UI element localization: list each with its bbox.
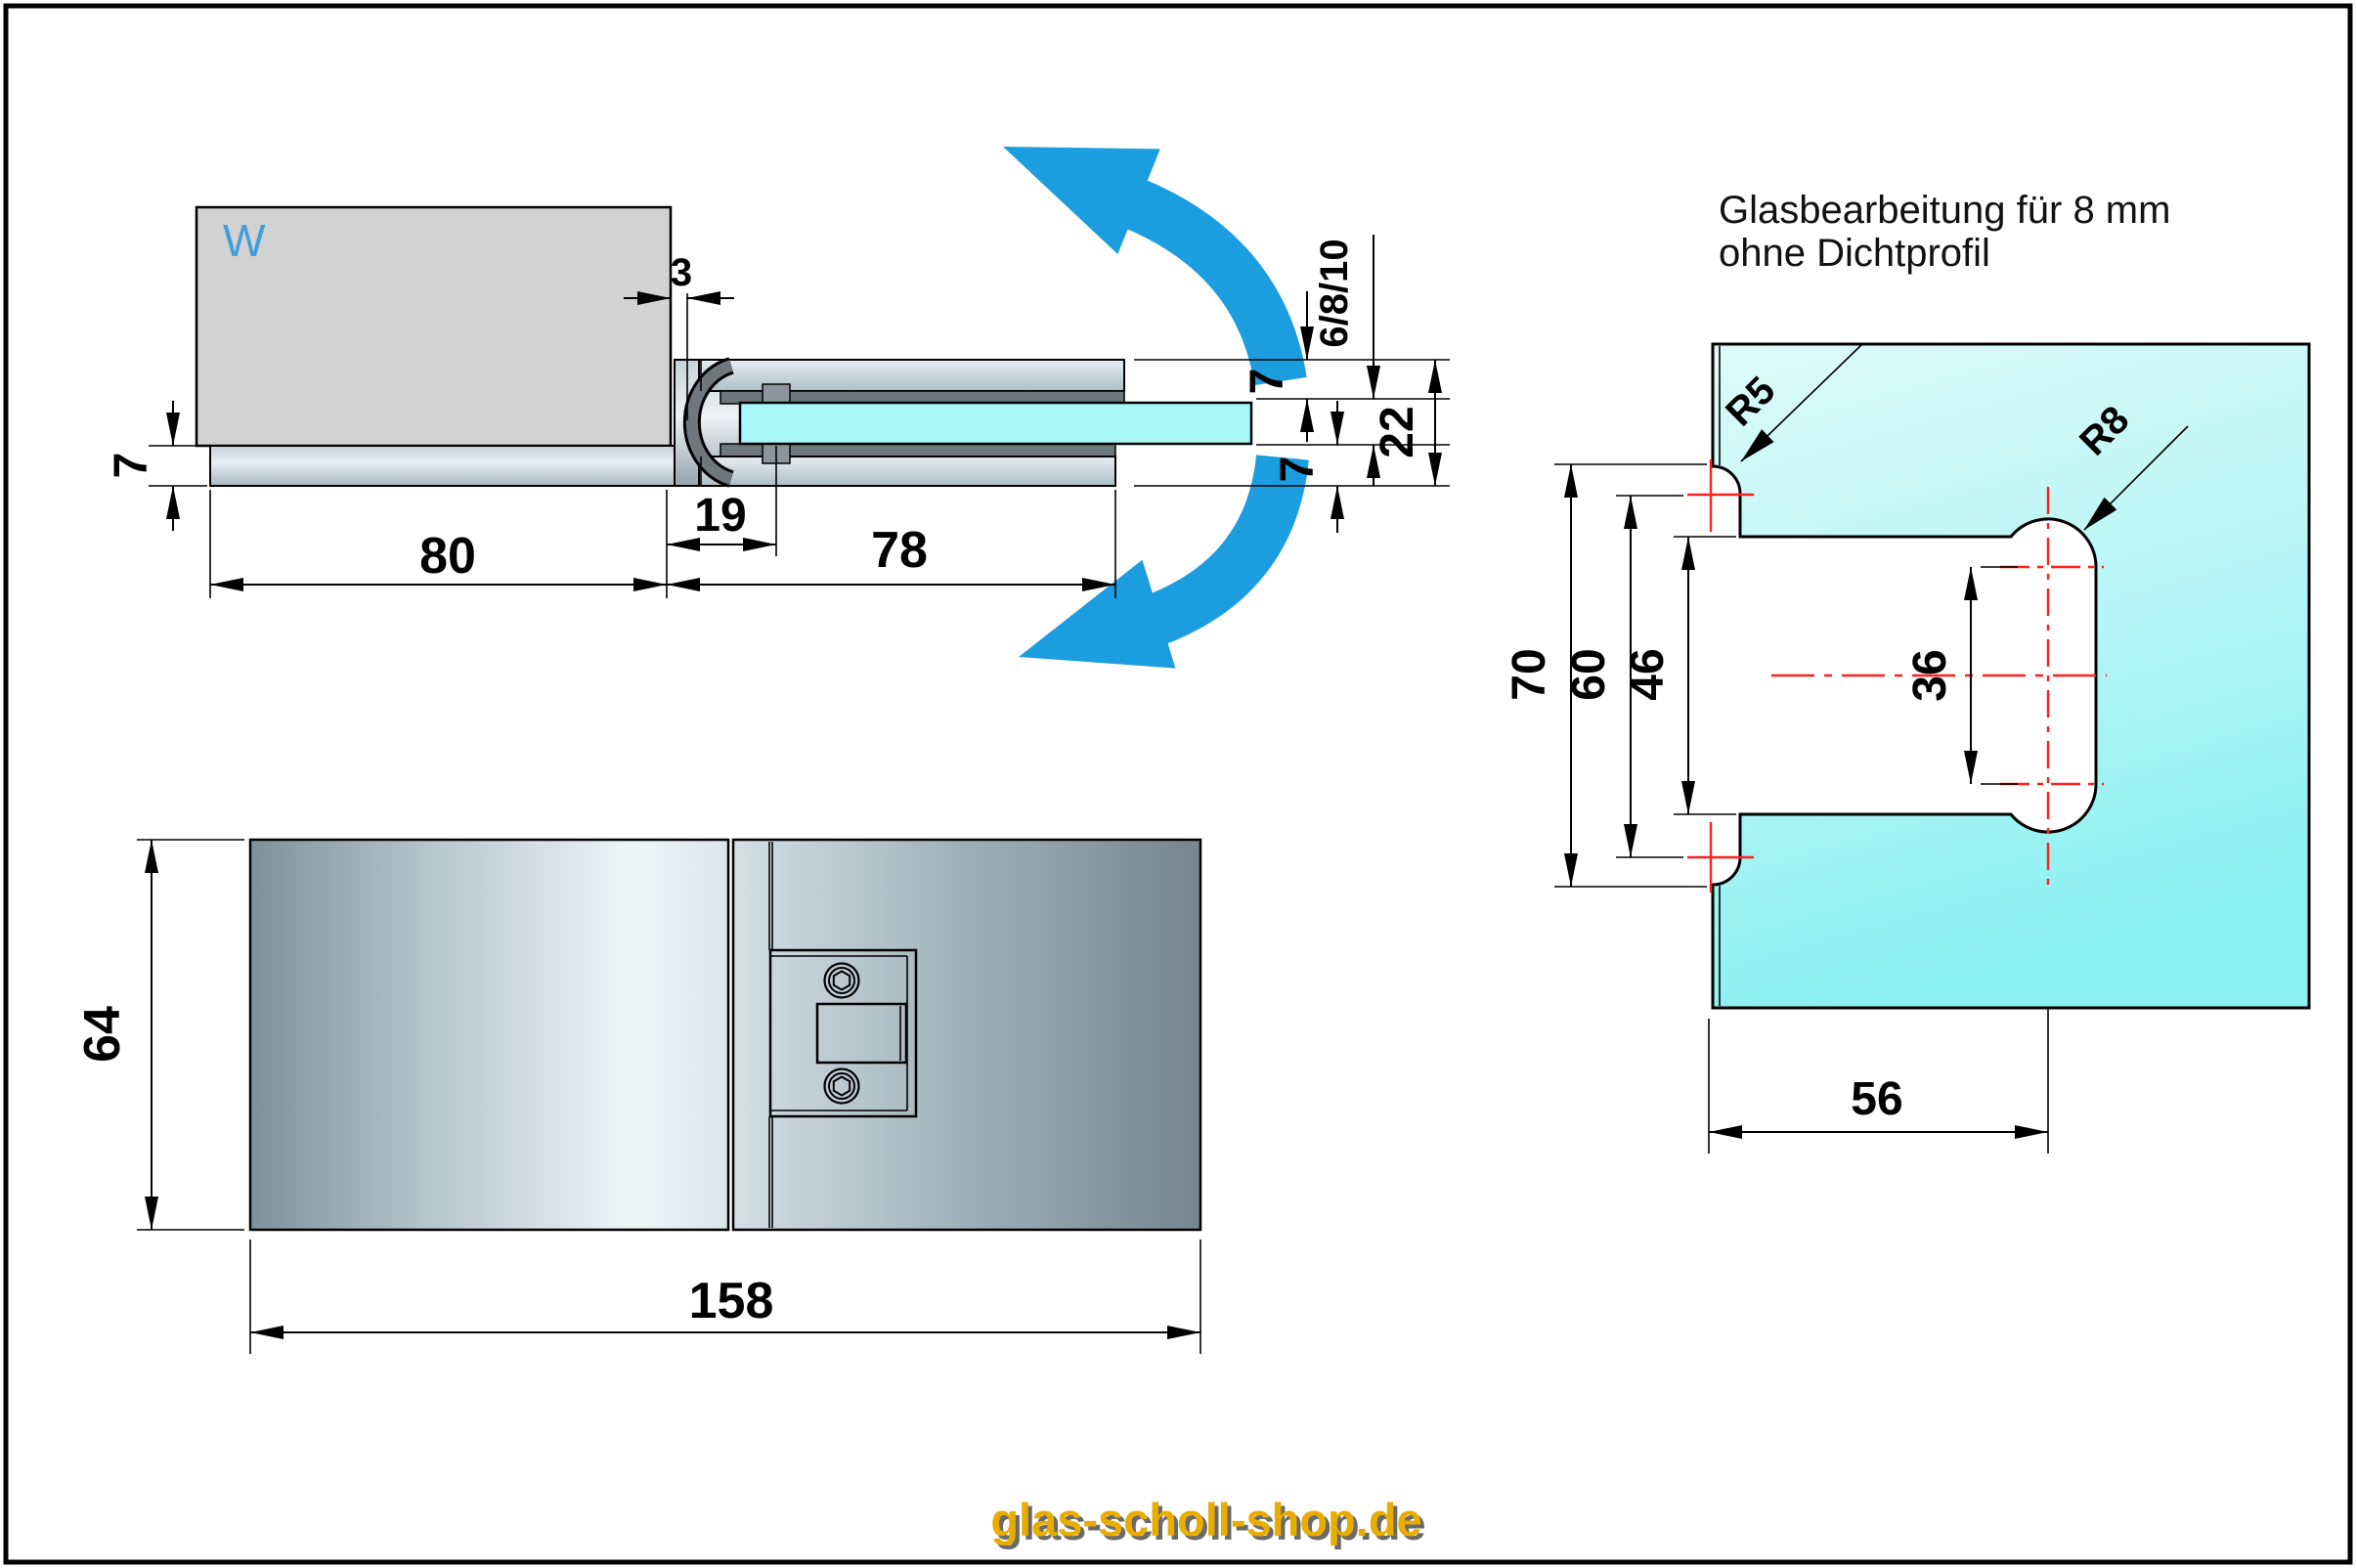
dim-plate-width-value: 158 bbox=[689, 1273, 774, 1329]
dim-glass-thickness-value: 6/8/10 bbox=[1313, 239, 1356, 347]
plan-plate-right bbox=[731, 838, 1202, 1232]
dim-inner-height-value: 46 bbox=[1622, 648, 1674, 700]
dim-glass-thickness: 6/8/10 bbox=[1313, 235, 1380, 486]
dim-body-length: 78 bbox=[667, 522, 1115, 591]
swing-arrowhead-down-icon bbox=[1019, 559, 1176, 669]
glass-machining-diagram: Glasbearbeitung für 8 mm ohne Dichtprofi… bbox=[1504, 189, 2311, 1154]
watermark-text: glas-scholl-shop.de bbox=[990, 1494, 1421, 1546]
dim-total-height-value: 22 bbox=[1372, 406, 1423, 457]
dim-total-height: 22 bbox=[1372, 360, 1442, 486]
dim-plate-height-value: 64 bbox=[74, 1006, 131, 1063]
dim-wall-width: 80 bbox=[210, 528, 667, 591]
dim-hole-centers: 60 bbox=[1563, 496, 1637, 857]
dim-cutout-depth: 56 bbox=[1709, 1073, 2048, 1139]
dim-inner-height: 46 bbox=[1622, 537, 1695, 814]
hinge-jaw bbox=[685, 360, 733, 485]
screw-top-icon bbox=[823, 962, 860, 999]
dim-wall-plate: 7 bbox=[106, 401, 180, 531]
wall-block bbox=[195, 205, 673, 448]
plan-plate-left bbox=[248, 838, 730, 1232]
dim-hole-centers-value: 60 bbox=[1563, 648, 1615, 700]
dim-notch-height-value: 70 bbox=[1504, 648, 1555, 700]
dim-clamp-top-value: 7 bbox=[1242, 369, 1293, 395]
plan-view: 64 158 bbox=[74, 838, 1202, 1354]
hinge-body bbox=[674, 357, 1125, 488]
wall-label: W bbox=[223, 215, 266, 266]
diagram-title-line1: Glasbearbeitung für 8 mm bbox=[1719, 189, 2170, 232]
glass-pane-section bbox=[738, 401, 1253, 446]
cross-section-view: W bbox=[106, 147, 1450, 669]
dim-plate-width: 158 bbox=[250, 1273, 1200, 1339]
dim-wall-width-value: 80 bbox=[419, 528, 476, 585]
dim-pivot-offset: 19 bbox=[667, 490, 776, 551]
watermark-shadow: glas-scholl-shop.de bbox=[994, 1498, 1425, 1549]
dim-gap-value: 3 bbox=[671, 251, 692, 294]
dim-pivot-offset-value: 19 bbox=[694, 490, 746, 542]
screw-bottom-icon bbox=[823, 1067, 860, 1105]
dim-clamp-bottom-value: 7 bbox=[1272, 457, 1324, 483]
plan-pivot-block bbox=[815, 1002, 908, 1065]
plan-hinge-bracket bbox=[768, 948, 918, 1118]
wall-plate bbox=[209, 445, 676, 487]
dim-wall-plate-value: 7 bbox=[106, 453, 157, 479]
dim-bump-centers-value: 36 bbox=[1904, 649, 1956, 701]
dim-gap: 3 bbox=[624, 251, 734, 305]
dim-body-length-value: 78 bbox=[871, 522, 928, 579]
dim-cutout-depth-value: 56 bbox=[1851, 1073, 1902, 1125]
dim-notch-height: 70 bbox=[1504, 464, 1578, 887]
diagram-title-line2: ohne Dichtprofil bbox=[1719, 232, 1990, 275]
dim-plate-height: 64 bbox=[74, 840, 158, 1230]
clamp-plate-bottom bbox=[698, 456, 1116, 487]
dim-clamp-bottom: 7 bbox=[1272, 401, 1344, 533]
swing-arrowhead-up-icon bbox=[1003, 147, 1160, 254]
watermark: glas-scholl-shop.de glas-scholl-shop.de bbox=[990, 1494, 1425, 1549]
glass-panel bbox=[1711, 342, 2311, 1010]
dim-bump-centers: 36 bbox=[1904, 567, 1978, 784]
dim-clamp-top: 7 bbox=[1242, 291, 1314, 442]
